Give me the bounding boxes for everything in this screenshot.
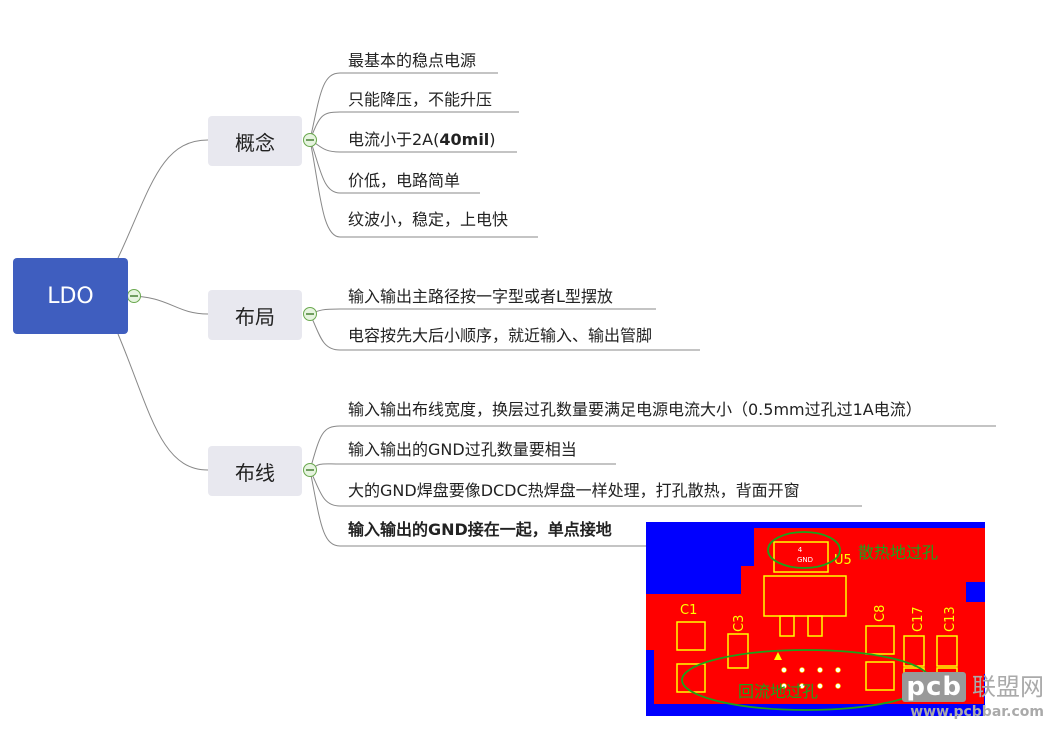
label-u5: U5 <box>834 553 852 568</box>
leaf-gainian-3-bold: 40mil <box>439 130 490 149</box>
label-return-via: 回流地过孔 <box>738 682 818 701</box>
leaf-buxian-4[interactable]: 输入输出的GND接在一起，单点接地 <box>348 520 612 539</box>
u5-footprint <box>763 541 847 637</box>
pcb-layout-image: 4 GND U5 C1 C3 C8 C17 C13 散热地过孔 回流地过孔 <box>646 522 985 716</box>
leaf-gainian-2[interactable]: 只能降压，不能升压 <box>348 90 493 109</box>
watermark-cn: 联盟网 <box>972 673 1044 701</box>
pad-net: GND <box>797 556 813 564</box>
leaf-gainian-3-text: 电流小于2A( <box>348 130 440 149</box>
watermark-url: www.pcbbar.com <box>910 704 1044 720</box>
return-vias <box>781 667 841 689</box>
collapse-toggle-root[interactable] <box>127 289 141 303</box>
heat-via-circle <box>767 531 841 569</box>
leaf-buxian-1[interactable]: 输入输出布线宽度，换层过孔数量要满足电源电流大小（0.5mm过孔过1A电流） <box>348 400 922 419</box>
link-root-gainian <box>117 139 209 259</box>
leaf-gainian-3-tail: ) <box>489 130 496 149</box>
leaf-buxian-3[interactable]: 大的GND焊盘要像DCDC热焊盘一样处理，打孔散热，背面开窗 <box>348 481 800 500</box>
links-buxian <box>309 425 996 547</box>
root-node-ldo[interactable]: LDO <box>13 258 128 334</box>
branch-node-gainian[interactable]: 概念 <box>208 116 302 166</box>
leaf-buju-1[interactable]: 输入输出主路径按一字型或者L型摆放 <box>348 287 613 306</box>
collapse-toggle-gainian[interactable] <box>303 133 317 147</box>
label-c13: C13 <box>943 606 958 632</box>
collapse-toggle-buju[interactable] <box>303 307 317 321</box>
leaf-buju-2[interactable]: 电容按先大后小顺序，就近输入、输出管脚 <box>348 326 653 345</box>
branch-node-buju[interactable]: 布局 <box>208 290 302 340</box>
label-c1: C1 <box>680 603 697 618</box>
branch-node-buxian[interactable]: 布线 <box>208 446 302 496</box>
label-heat-via: 散热地过孔 <box>858 543 938 562</box>
leaf-buxian-2[interactable]: 输入输出的GND过孔数量要相当 <box>348 440 577 459</box>
leaf-gainian-5[interactable]: 纹波小，稳定，上电快 <box>348 210 509 229</box>
leaf-gainian-1[interactable]: 最基本的稳点电源 <box>348 51 477 70</box>
collapse-toggle-buxian[interactable] <box>303 463 317 477</box>
pad-number: 4 <box>798 546 803 554</box>
label-c8: C8 <box>873 605 888 622</box>
label-c17: C17 <box>911 606 926 632</box>
warning-marker-icon <box>774 652 782 660</box>
label-c3: C3 <box>732 615 747 632</box>
watermark-logo: pcb <box>902 672 966 702</box>
leaf-gainian-3[interactable]: 电流小于2A(40mil) <box>348 130 496 150</box>
link-root-buxian <box>117 333 209 471</box>
leaf-gainian-4[interactable]: 价低，电路简单 <box>348 171 461 190</box>
